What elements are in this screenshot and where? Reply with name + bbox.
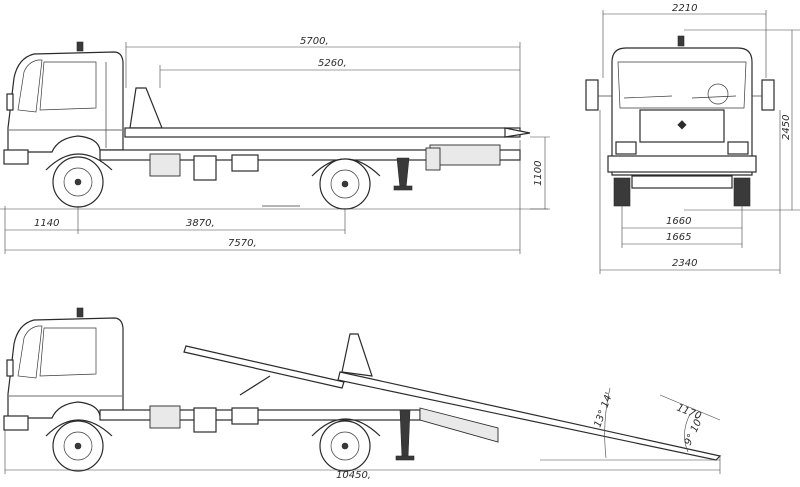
label-overall-width: 2210 <box>672 3 697 14</box>
brand-logo-icon: ◆ <box>677 117 687 131</box>
front-view: ◆ <box>585 35 775 207</box>
label-overall-height: 2450 <box>781 115 792 140</box>
cab-windshield <box>17 59 43 113</box>
label-frame-height: 1100 <box>533 161 544 186</box>
label-wheelbase: 3870, <box>186 218 215 229</box>
label-front-overhang: 1140 <box>34 218 59 229</box>
right-mirror <box>761 79 775 111</box>
support-leg-loading <box>399 409 411 459</box>
label-platform-length: 5700, <box>300 36 329 47</box>
label-front-track: 1660 <box>666 216 691 227</box>
right-headlight <box>727 141 749 155</box>
label-overall-length: 7570, <box>228 238 257 249</box>
left-mirror <box>585 79 599 111</box>
front-windshield <box>617 61 747 109</box>
front-wheel <box>52 156 104 208</box>
label-rear-track: 1665 <box>666 232 691 243</box>
platform-deck <box>124 127 521 138</box>
platform-headboard <box>129 87 163 129</box>
left-headlight <box>615 141 637 155</box>
front-grille <box>639 109 725 143</box>
chassis-frame-loading <box>99 409 421 421</box>
tool-box <box>231 154 259 172</box>
label-loading-length: 10450, <box>336 470 371 481</box>
cab-body-loading <box>7 317 124 419</box>
front-beacon-icon <box>677 35 685 47</box>
bumper <box>3 149 29 165</box>
side-view-loading <box>3 307 722 472</box>
label-mirror-width: 2340 <box>672 258 697 269</box>
label-platform-inner-length: 5260, <box>318 58 347 69</box>
cab-window <box>39 61 97 111</box>
side-view-transport <box>3 41 531 210</box>
winch-box <box>149 153 181 177</box>
tilted-headboard <box>341 333 373 377</box>
dimension-lines-bottom <box>4 387 721 474</box>
tank <box>193 155 217 181</box>
rear-wheel <box>319 158 371 210</box>
dimension-lines-front <box>599 10 800 274</box>
beacon-icon-loading <box>76 307 84 318</box>
side-mirror <box>6 93 14 111</box>
front-wheel-loading <box>52 420 104 472</box>
support-leg <box>396 157 410 189</box>
beacon-icon <box>76 41 84 52</box>
label-ramp-angle: 13° 14' <box>592 391 615 429</box>
front-bumper <box>607 155 757 173</box>
rear-wheel-loading <box>319 420 371 472</box>
label-tail-length: 1170 <box>675 403 703 423</box>
dimension-lines-top <box>0 42 550 254</box>
upper-rail <box>183 345 345 389</box>
